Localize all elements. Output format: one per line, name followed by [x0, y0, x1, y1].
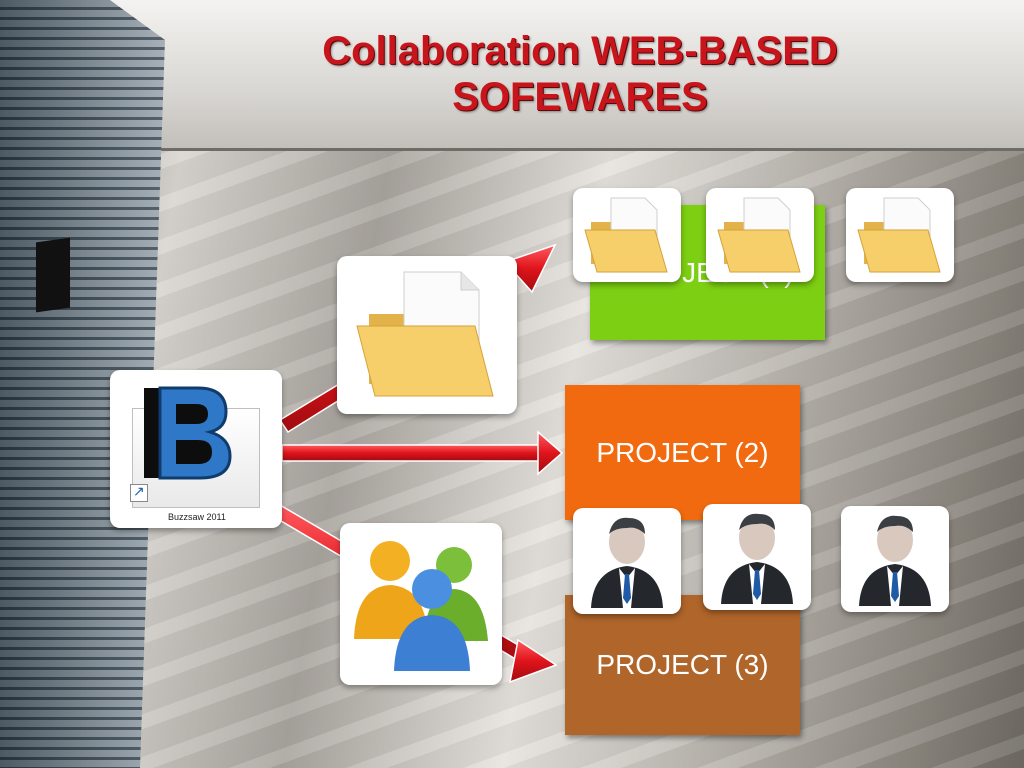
folder-card-2 — [706, 188, 814, 282]
buzzsaw-b-icon — [144, 386, 232, 480]
title-line-2: SOFEWARES — [452, 75, 708, 119]
businessman-icon — [721, 513, 793, 604]
project-2-label: PROJECT (2) — [596, 436, 769, 468]
folder-icon — [857, 197, 941, 273]
project-2-box: PROJECT (2) — [565, 385, 800, 520]
user-group-icon — [354, 541, 488, 671]
businessman-icon — [591, 517, 663, 608]
project-3-label: PROJECT (3) — [596, 649, 769, 680]
project-3-box: PROJECT (3) — [565, 595, 800, 735]
folder-icon — [356, 271, 494, 397]
arrow-to-project-2 — [281, 430, 564, 476]
folder-card-3 — [846, 188, 954, 282]
folder-card-large — [337, 256, 517, 414]
folder-card-1 — [573, 188, 681, 282]
person-card-2 — [703, 504, 811, 610]
users-card — [340, 523, 502, 685]
person-card-1 — [573, 508, 681, 614]
header-divider — [150, 148, 1024, 151]
shortcut-arrow-icon: ↗ — [130, 483, 148, 502]
folder-icon — [717, 197, 801, 273]
app-icon-card[interactable]: ↗ Buzzsaw 2011 — [110, 370, 282, 528]
person-card-3 — [841, 506, 949, 612]
folder-icon — [584, 197, 668, 273]
header-band — [0, 0, 1024, 150]
businessman-icon — [859, 515, 931, 606]
app-icon-label: Buzzsaw 2011 — [168, 512, 226, 522]
slide-title: Collaboration WEB-BASED SOFEWARES — [200, 28, 960, 120]
title-line-1: Collaboration WEB-BASED — [322, 29, 838, 73]
